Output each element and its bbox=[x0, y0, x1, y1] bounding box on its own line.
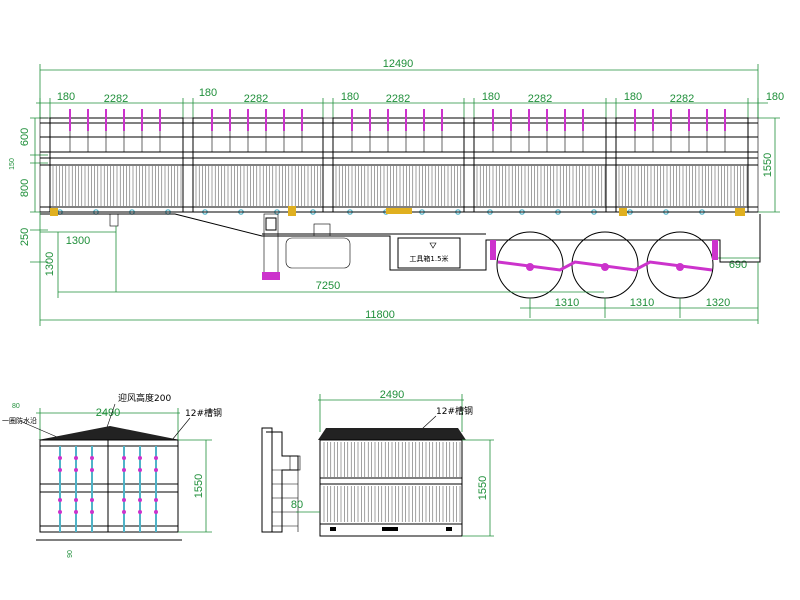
rear-overhang: 1320 bbox=[706, 297, 730, 309]
post-bolt bbox=[58, 468, 62, 472]
rear-roof-deflector bbox=[318, 428, 466, 440]
post-bolt bbox=[122, 498, 126, 502]
rear-height: 690 bbox=[729, 259, 747, 271]
cargo-body bbox=[39, 109, 759, 215]
rear-channel-label: 12#槽钢 bbox=[436, 405, 473, 417]
panel-width-label-5: 2282 bbox=[670, 93, 694, 105]
upper-rail-height: 600 bbox=[19, 128, 31, 146]
gap-label-1: 180 bbox=[57, 91, 75, 103]
post-bolt bbox=[74, 510, 78, 514]
rear-view: 2490 12#槽钢 1550 80 bbox=[291, 389, 494, 537]
post-bolt bbox=[154, 468, 158, 472]
kingpin-to-axle: 7250 bbox=[316, 280, 340, 292]
front-bottom-dim: 90 bbox=[67, 550, 74, 558]
front-frame bbox=[39, 439, 179, 533]
side-view: 12490 180 2282 180 2282 180 2282 180 228… bbox=[9, 58, 784, 326]
panel-width-label-1: 2282 bbox=[104, 93, 128, 105]
gap-label-2: 180 bbox=[199, 87, 217, 99]
stake-post-markers bbox=[69, 109, 726, 131]
post-bolt bbox=[138, 510, 142, 514]
gap-label-5: 180 bbox=[624, 91, 642, 103]
front-view: 2490 80 迎风高度200 12#槽钢 一圈防水沿 1550 90 bbox=[2, 392, 222, 558]
overall-length-top-dimension: 12490 bbox=[39, 58, 759, 118]
post-bolt bbox=[58, 510, 62, 514]
ladder-detail bbox=[261, 427, 301, 533]
rear-height: 1550 bbox=[477, 476, 489, 500]
chassis: 工具箱1.5米 bbox=[40, 206, 761, 299]
small-height: 150 bbox=[9, 158, 16, 170]
post-bolt bbox=[58, 498, 62, 502]
toolbox bbox=[397, 237, 461, 269]
post-bolt bbox=[58, 456, 62, 460]
overall-length-top: 12490 bbox=[383, 58, 414, 70]
panel-width-label-3: 2282 bbox=[386, 93, 410, 105]
post-bolt bbox=[154, 498, 158, 502]
post-bolt bbox=[74, 456, 78, 460]
panel-dimension-row: 180 2282 180 2282 180 2282 180 2282 180 … bbox=[36, 87, 784, 118]
spare-wheel-carrier bbox=[285, 237, 351, 269]
gap-label-6: 180 bbox=[766, 91, 784, 103]
front-channel-label: 12#槽钢 bbox=[185, 407, 222, 419]
wind-deflector-label: 迎风高度200 bbox=[118, 392, 171, 404]
post-bolt bbox=[122, 468, 126, 472]
panel-width-label-2: 2282 bbox=[244, 93, 268, 105]
left-height-dimensions: 600 150 800 250 1300 bbox=[9, 117, 59, 298]
side-total-height: 1550 bbox=[762, 153, 774, 177]
front-width: 2490 bbox=[96, 407, 120, 419]
post-bolt bbox=[154, 510, 158, 514]
post-bolt bbox=[90, 468, 94, 472]
post-bolt bbox=[74, 498, 78, 502]
post-bolt bbox=[90, 510, 94, 514]
lower-dimensions: 1300 7250 1310 1310 1320 11800 bbox=[39, 212, 759, 326]
landing-gear-foot bbox=[262, 272, 280, 280]
post-bolt bbox=[74, 468, 78, 472]
post-bolt bbox=[122, 456, 126, 460]
rear-panel-corrugation bbox=[323, 442, 461, 522]
frame-height: 250 bbox=[19, 228, 31, 246]
panel-width-label-4: 2282 bbox=[528, 93, 552, 105]
post-bolt bbox=[90, 456, 94, 460]
gap-label-4: 180 bbox=[482, 91, 500, 103]
rear-bottom-dim: 80 bbox=[291, 499, 303, 511]
overall-length-bottom: 11800 bbox=[365, 309, 395, 321]
toolbox-label: 工具箱1.5米 bbox=[409, 254, 448, 263]
post-bolt bbox=[138, 498, 142, 502]
right-height-dimension: 1550 690 bbox=[718, 117, 780, 271]
gap-label-3: 180 bbox=[341, 91, 359, 103]
lower-panel-height: 800 bbox=[19, 179, 31, 197]
kingpin-height: 1300 bbox=[44, 252, 56, 276]
post-bolt bbox=[122, 510, 126, 514]
rear-frame bbox=[319, 439, 463, 537]
post-bolt bbox=[90, 498, 94, 502]
post-bolt bbox=[138, 456, 142, 460]
post-bolt bbox=[154, 456, 158, 460]
front-top-dim: 80 bbox=[12, 403, 20, 410]
front-height: 1550 bbox=[193, 474, 205, 498]
front-roof-deflector bbox=[38, 426, 180, 440]
waterproof-label: 一圈防水沿 bbox=[2, 416, 37, 425]
front-door-posts bbox=[58, 446, 158, 532]
panel-corrugation bbox=[52, 166, 748, 206]
post-bolt bbox=[138, 468, 142, 472]
kingpin-offset: 1300 bbox=[66, 235, 90, 247]
axle-spacing-1: 1310 bbox=[555, 297, 579, 309]
rear-width: 2490 bbox=[380, 389, 404, 401]
axle-spacing-2: 1310 bbox=[630, 297, 654, 309]
